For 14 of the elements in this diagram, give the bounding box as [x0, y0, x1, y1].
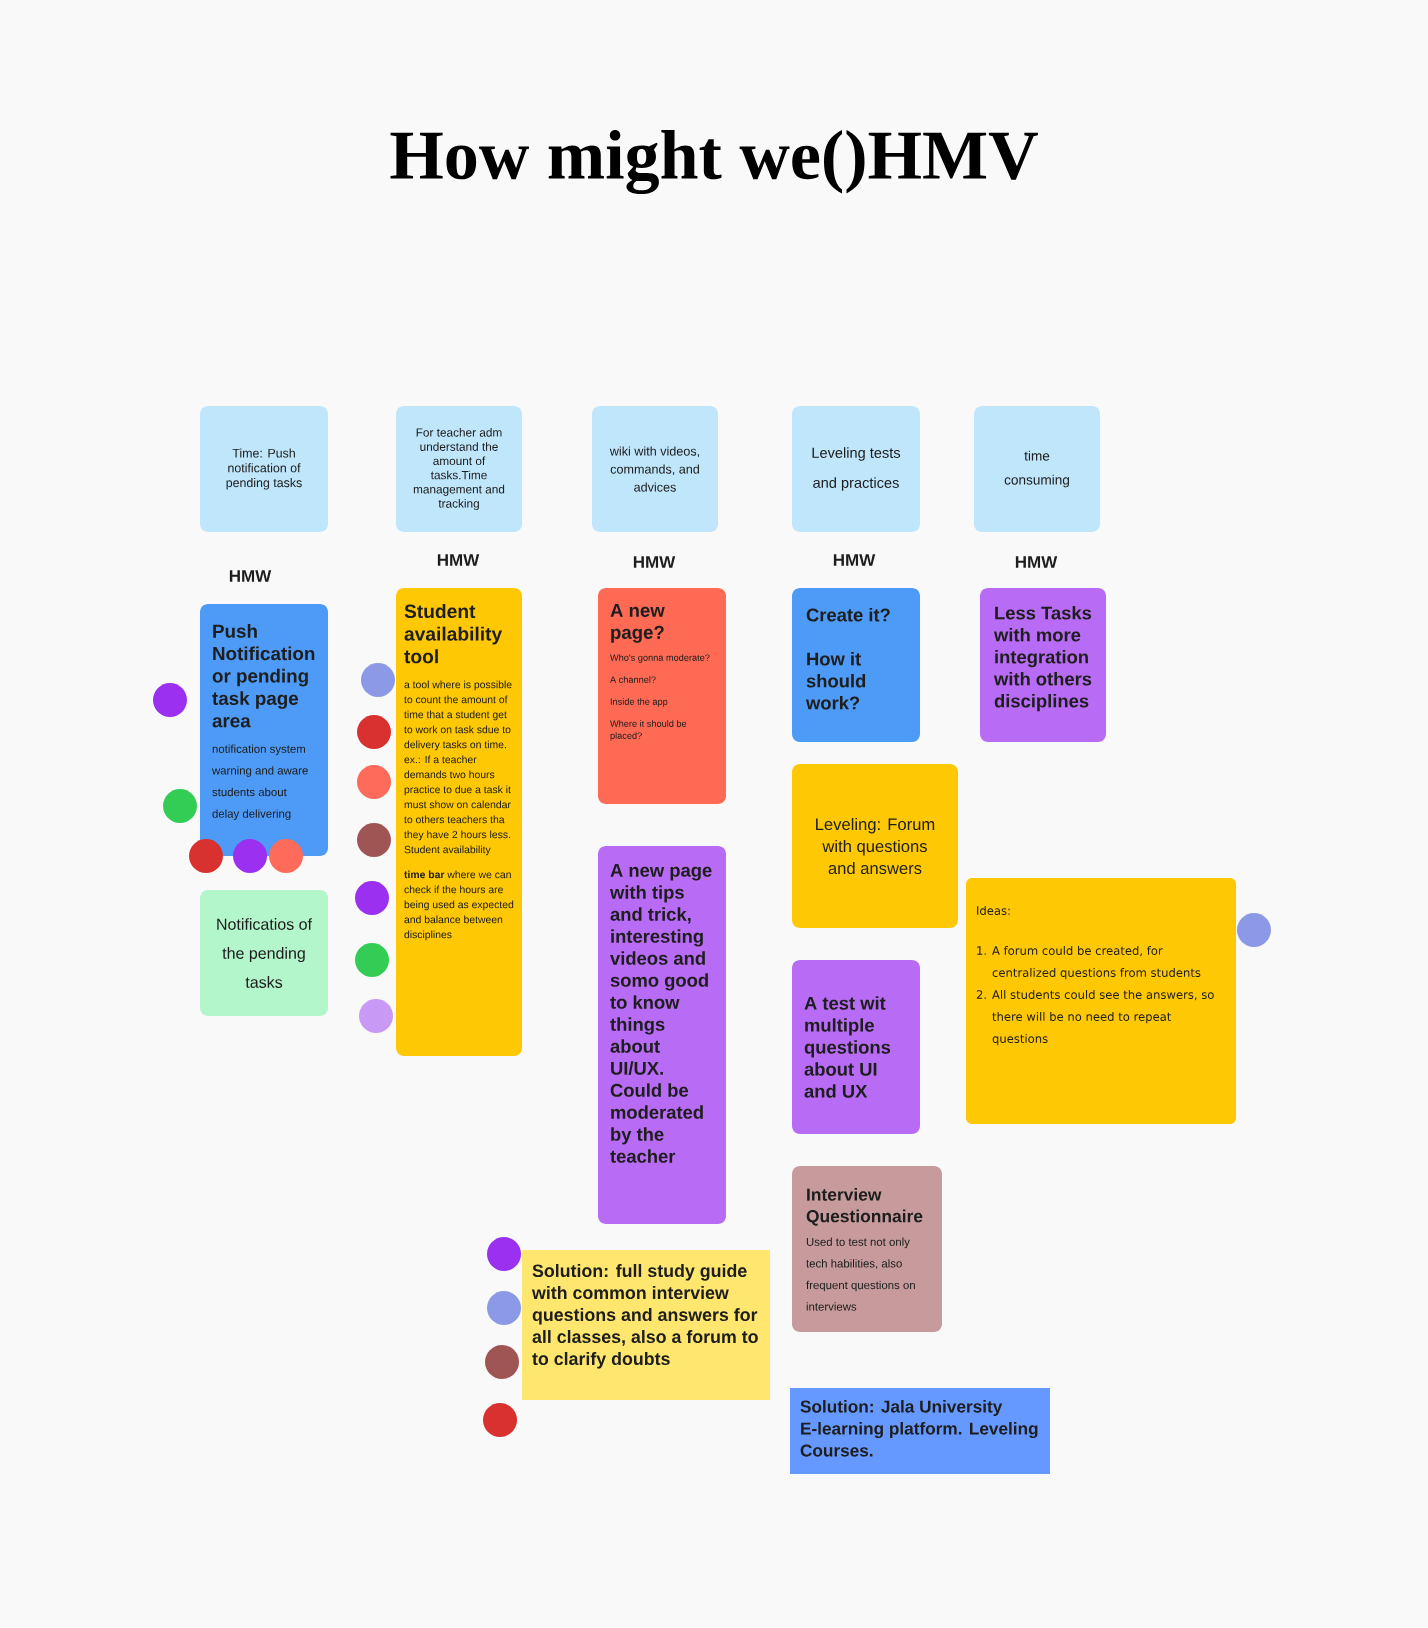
sticky-note: Solution: Jala University E-learning platform. Leveling Courses. [790, 1388, 1050, 1474]
sticky-note: Create it? How it should work? [792, 588, 920, 742]
sticky-note: Leveling: Forum with questions and answers [792, 764, 958, 928]
sticky-note: Notificatios of the pending tasks [200, 890, 328, 1016]
sticky-note: Less Tasks with more integration with others disciplines [980, 588, 1106, 742]
title: How might we()HMV [390, 130, 1038, 195]
sticky-note: A test wit multiple questions about UI and UX [792, 960, 920, 1134]
label-text: HMW [833, 554, 876, 566]
label-text: HMW [1015, 556, 1058, 568]
label-text: HMW [633, 556, 676, 568]
label-text: HMW [437, 554, 480, 566]
label-text: HMW [229, 570, 272, 582]
sticky-note: Solution: full study guide with common interview questions and answers for all classes, also a forum to to clarify doubts [522, 1250, 770, 1400]
sticky-note: A new page with tips and trick, interesting videos and somo good to know things about UI/UX. Could be moderated by the teacher [598, 846, 726, 1224]
